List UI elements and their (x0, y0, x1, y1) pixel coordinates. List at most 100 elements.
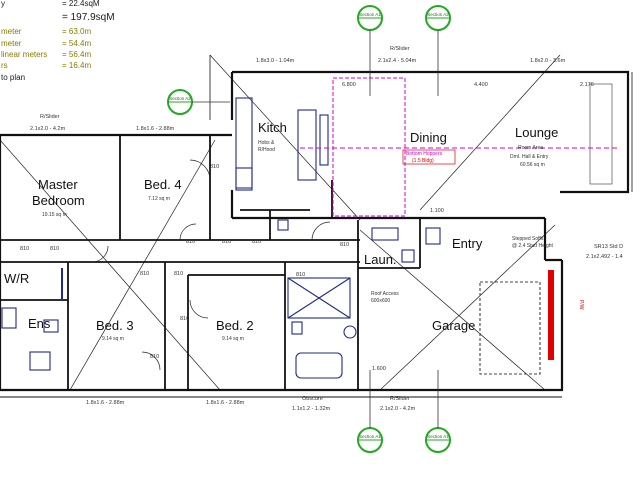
outline-diagonals (0, 54, 561, 391)
master-area: 19.15 sq m (42, 212, 67, 218)
stepped-soffit-2: @ 2.4 Stud Height (512, 243, 554, 249)
section-marker-label: Section A1 (359, 12, 381, 17)
kitchen-bench (235, 97, 253, 189)
bed2-area: 9.14 sq m (222, 336, 244, 342)
section-marker-label: Section A2 (427, 12, 449, 17)
door-label-2: 810 (186, 239, 195, 245)
dim-20: 1.100 (430, 208, 444, 214)
section-marker-label: Section A1 (359, 434, 381, 439)
bed2-label: Bed. 2 (216, 318, 254, 333)
door-label-1: 810 (210, 164, 219, 170)
door-label-5: 810 (140, 271, 149, 277)
dim-3: 1.8x2.0 - 3.6m (530, 58, 566, 64)
garage-vehicle (479, 281, 541, 375)
door-label-6: 810 (174, 271, 183, 277)
ensuite-shower (1, 307, 17, 329)
dining-label: Dining (410, 130, 447, 145)
kitchen-note-1: Hobs & (258, 140, 275, 146)
stat-value-6: = 16.4m (62, 61, 91, 70)
section-marker-5: Section A1 (425, 370, 451, 453)
area-stats: y = 22.4sqM = 197.9sqM meter = 63.0m met… (1, 0, 115, 82)
dim-13: 2.1x2.0 - 4.2m (380, 406, 416, 412)
stat-value-5: = 56.4m (62, 50, 91, 59)
stat-label-7: to plan (1, 73, 25, 82)
stat-value-1: = 22.4sqM (62, 0, 100, 8)
door-label-8: 810 (50, 246, 59, 252)
stat-line-1: y (1, 0, 5, 8)
section-marker-1: Section A1 (357, 5, 383, 96)
section-markers: Section A1 Section A2 Section A2 Section A1… (167, 5, 451, 453)
bed4-area: 7.12 sq m (148, 196, 170, 202)
dim-1: 1.8x3.0 - 1.04m (256, 58, 295, 64)
shower (287, 277, 351, 319)
stat-value-4: = 54.4m (62, 39, 91, 48)
entry-label: Entry (452, 236, 483, 251)
dim-14: 2.1x2.492 - 1.4 (586, 254, 623, 260)
toilet (343, 325, 357, 339)
door-swings (91, 159, 331, 371)
dining-note-1: Bottom Hoppers (406, 151, 443, 157)
kitchen-label: Kitch (258, 120, 287, 135)
stat-label-3: meter (1, 27, 22, 36)
ensuite-label: Ens (28, 316, 51, 331)
lounge-note: Drnl. Hall & Entry (510, 154, 549, 160)
bath (295, 352, 343, 379)
stat-label-6: rs (1, 61, 8, 70)
section-marker-label: Section A2 (169, 96, 191, 101)
garage-label: Garage (432, 318, 475, 333)
lounge-label-2: Room Area (518, 145, 543, 151)
fridge-space (235, 167, 253, 191)
door-labels: 810 810 810 810 810 810 810 810 810 810 … (20, 164, 349, 360)
lounge-area: 60.56 sq m (520, 162, 545, 168)
dining-note-2: (1.5 Bldg) (412, 158, 434, 164)
door-label-12: 810 (340, 242, 349, 248)
door-label-10: 810 (180, 316, 189, 322)
section-marker-4: Section A1 (357, 370, 383, 453)
dim-18: 2.176 (580, 82, 594, 88)
vanity (291, 321, 303, 335)
bed4-label: Bed. 4 (144, 177, 182, 192)
dim-17: 4.400 (474, 82, 488, 88)
room-labels: Master Bedroom 19.15 sq m Bed. 4 7.12 sq… (4, 120, 558, 342)
dimension-labels: 1.8x3.0 - 1.04m 2.1x2.4 - 5.04m 1.8x2.0 … (30, 46, 623, 412)
dim-9: 1.8x1.6 - 2.88m (206, 400, 245, 406)
dim-8: 1.8x1.6 - 2.88m (86, 400, 125, 406)
interior-walls (0, 135, 421, 390)
red-note: P/W (578, 300, 584, 310)
stat-label-5: linear meters (1, 50, 47, 59)
stat-value-3: = 63.0m (62, 27, 91, 36)
dim-12: R/Slider (390, 396, 410, 402)
door-label-4: 810 (252, 239, 261, 245)
stepped-soffit-1: Stepped Soffit (512, 236, 544, 242)
fixtures (1, 83, 613, 379)
master-bedroom-label-2: Bedroom (32, 193, 85, 208)
stat-value-2: = 197.9sqM (62, 12, 115, 23)
lounge-label: Lounge (515, 125, 558, 140)
dim-2: 2.1x2.4 - 5.04m (378, 58, 417, 64)
ensuite-vanity (29, 351, 51, 371)
section-marker-2: Section A2 (425, 5, 451, 96)
dim-6: 1.8x1.6 - 2.88m (136, 126, 175, 132)
dining-zone (300, 77, 620, 217)
dim-7: R/Slider (40, 114, 60, 120)
laundry-tub (401, 249, 415, 263)
dim-5: 2.1x2.0 - 4.2m (30, 126, 66, 132)
bed3-label: Bed. 3 (96, 318, 134, 333)
outer-walls (0, 55, 633, 398)
door-label-3: 810 (222, 239, 231, 245)
dim-4: R/Slider (390, 46, 410, 52)
dim-19: 1.600 (372, 366, 386, 372)
laundry-label: Laun. (364, 252, 397, 267)
dim-11: 1.1x1.2 - 1.32m (292, 406, 331, 412)
red-markings: P/W (548, 270, 584, 360)
garage-note-1: Roof Access (371, 291, 399, 297)
bed3-area: 9.14 sq m (102, 336, 124, 342)
kitchen-island (297, 109, 317, 181)
dim-16: 6.800 (342, 82, 356, 88)
door-label-7: 810 (20, 246, 29, 252)
kitchen-note-2: R/Hood (258, 147, 275, 153)
section-marker-3: Section A2 (167, 89, 230, 115)
master-bedroom-label: Master (38, 177, 78, 192)
walk-in-robe-label: W/R (4, 271, 29, 286)
